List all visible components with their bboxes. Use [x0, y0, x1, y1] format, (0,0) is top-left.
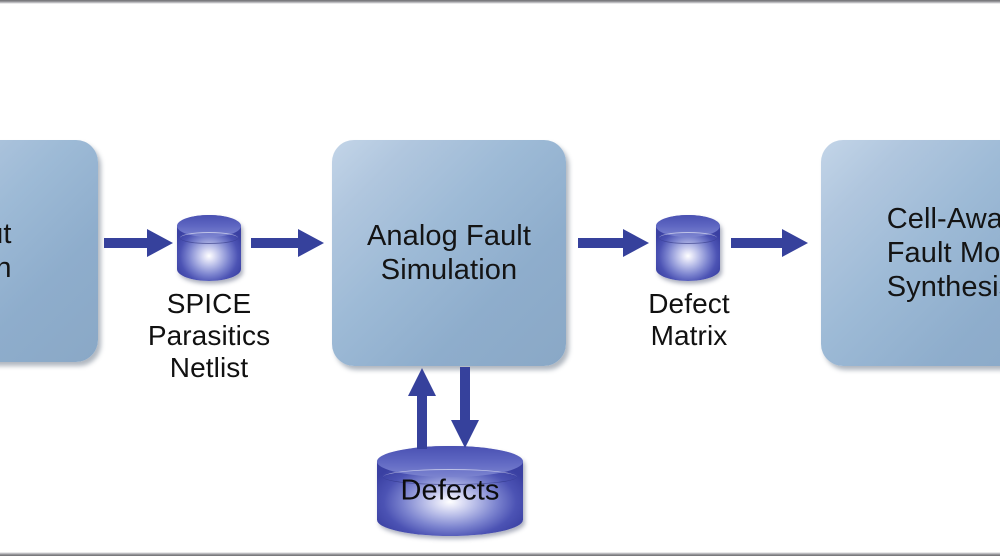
datastore-defect-matrix[interactable]	[656, 215, 720, 281]
process-label-analog-fault-simulation: Analog Fault Simulation	[366, 219, 532, 286]
datastore-caption-defect-matrix: Defect Matrix	[648, 288, 730, 351]
datastore-caption-spice-parasitics-netlist: SPICE Parasitics Netlist	[147, 288, 271, 383]
process-label-layout-extraction: out tion	[0, 217, 12, 284]
cylinder-rim	[382, 468, 518, 485]
frame-rule-top	[0, 0, 1000, 4]
datastore-label-defects: Defects	[400, 474, 500, 507]
arrow-simulation-to-defects	[449, 366, 481, 450]
arrow-extraction-to-netlist	[104, 226, 174, 260]
cylinder-rim	[179, 231, 239, 245]
datastore-defects[interactable]: Defects	[377, 446, 523, 536]
process-box-layout-extraction[interactable]: out tion	[0, 140, 98, 362]
process-box-analog-fault-simulation[interactable]: Analog Fault Simulation	[332, 140, 566, 366]
cylinder-rim	[658, 231, 718, 245]
process-label-cell-aware-fault-model-synthesis: Cell-Aware Fault Model Synthesis	[886, 202, 1000, 304]
arrow-netlist-to-simulation	[251, 226, 325, 260]
datastore-spice-parasitics-netlist[interactable]	[177, 215, 241, 281]
arrow-defect-matrix-to-synthesis	[731, 226, 809, 260]
arrow-simulation-to-defect-matrix	[578, 226, 650, 260]
process-box-cell-aware-fault-model-synthesis[interactable]: Cell-Aware Fault Model Synthesis	[821, 140, 1000, 366]
frame-rule-bottom	[0, 552, 1000, 556]
arrow-defects-to-simulation	[406, 366, 438, 450]
